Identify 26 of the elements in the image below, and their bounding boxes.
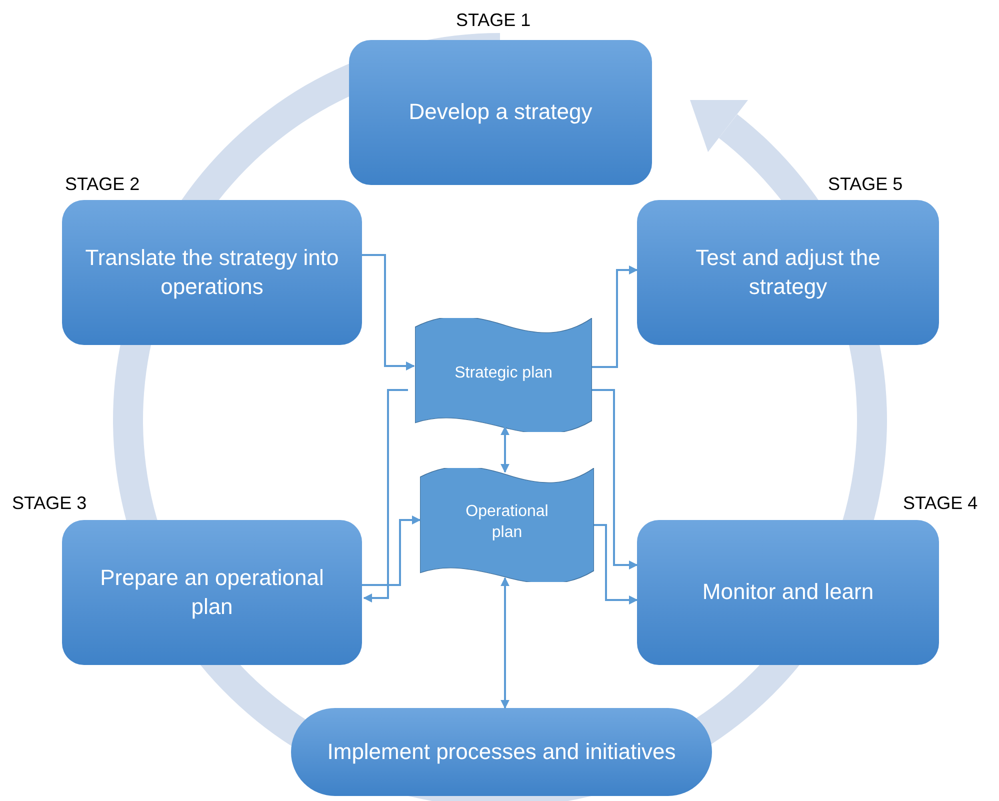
- node-text: Implement processes and initiatives: [326, 738, 677, 766]
- node-text: Operational plan: [464, 502, 550, 543]
- stage-box: [62, 200, 362, 345]
- connector-arrow: [594, 524, 638, 604]
- connector-arrow: [362, 254, 415, 370]
- node-text: Test and adjust the strategy: [694, 244, 882, 301]
- stage-box: [349, 40, 652, 185]
- connector-arrow: [592, 389, 638, 570]
- connector-arrow: [592, 266, 638, 368]
- stage-label: STAGE 5: [828, 174, 903, 195]
- stage-box: [637, 200, 939, 345]
- connector-arrow: [500, 426, 510, 473]
- node-text: Develop a strategy: [408, 98, 594, 126]
- stage-box: [62, 520, 362, 665]
- stage-box: [637, 520, 939, 665]
- stage-label: STAGE 1: [456, 10, 531, 31]
- node-text: Monitor and learn: [701, 578, 875, 606]
- connector-arrow: [500, 577, 510, 709]
- connector-arrow: [363, 389, 408, 602]
- stage-label: STAGE 3: [12, 493, 87, 514]
- node-text: Translate the strategy into operations: [84, 244, 340, 301]
- node-text: Strategic plan: [454, 364, 554, 384]
- stage-label: STAGE 2: [65, 174, 140, 195]
- node-text: Prepare an operational plan: [99, 564, 325, 621]
- connector-arrow: [362, 516, 421, 586]
- stage-label: STAGE 4: [903, 493, 978, 514]
